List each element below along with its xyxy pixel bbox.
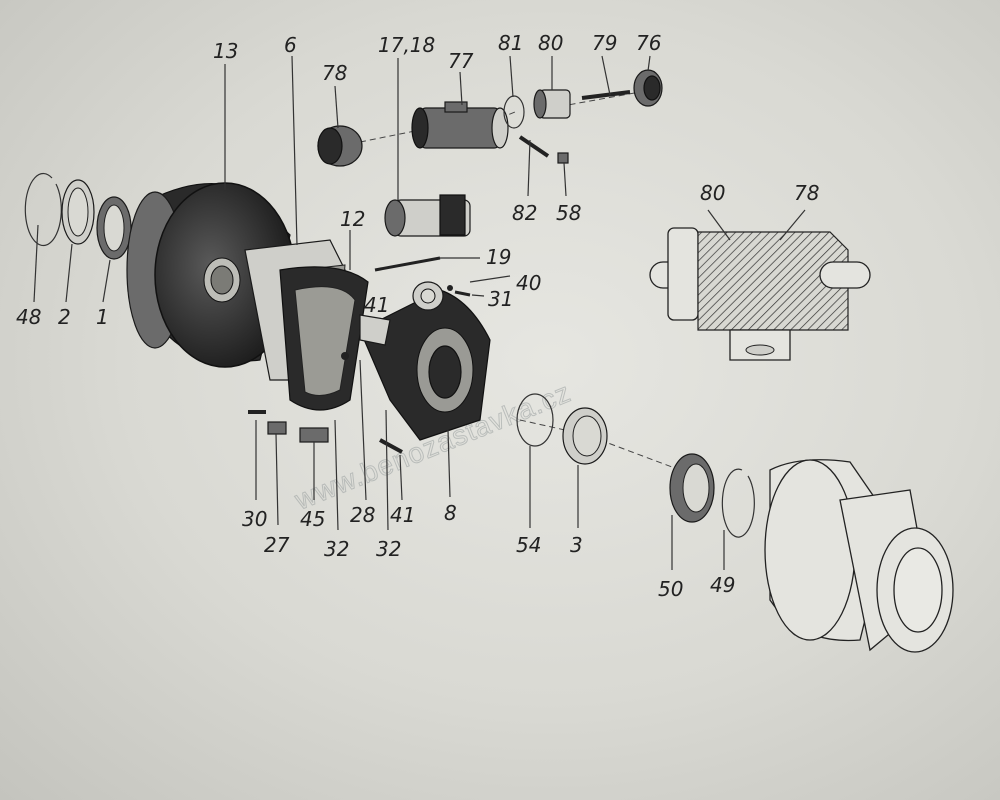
label-40: 40 — [516, 271, 541, 295]
assembly-axis-lines — [359, 91, 681, 471]
label-30: 30 — [242, 507, 267, 531]
part-49-snap-ring — [721, 468, 755, 538]
part-80-piston — [533, 89, 571, 119]
label-6: 6 — [284, 33, 297, 57]
label-28: 28 — [350, 503, 375, 527]
label-31: 31 — [488, 287, 513, 311]
part-50-oil-seal — [669, 453, 715, 523]
label-8: 8 — [444, 501, 457, 525]
label-32-left: 32 — [324, 537, 349, 561]
part-13-brake-drum — [126, 182, 296, 368]
part-77-wheel-cylinder — [411, 101, 509, 149]
label-1: 1 — [96, 305, 109, 329]
label-77: 77 — [448, 49, 474, 73]
label-27: 27 — [264, 533, 290, 557]
label-3: 3 — [570, 533, 583, 557]
label-12: 12 — [340, 207, 365, 231]
part-17-18-adjuster — [384, 194, 471, 237]
part-27-clip — [267, 421, 287, 435]
label-13: 13 — [213, 39, 238, 63]
part-48-snap-ring — [24, 172, 62, 247]
part-19-spring — [374, 256, 441, 272]
label-80-section: 80 — [700, 181, 725, 205]
part-28-pin — [341, 352, 349, 360]
label-54: 54 — [516, 533, 541, 557]
part-78-ring — [317, 125, 363, 167]
label-32-right: 32 — [376, 537, 401, 561]
label-45: 45 — [300, 507, 325, 531]
label-76: 76 — [636, 31, 661, 55]
label-41-bottom: 41 — [390, 503, 415, 527]
part-41-bolt — [379, 438, 403, 454]
part-number-labels: 13 6 17,18 78 77 81 80 79 76 82 58 12 19… — [16, 31, 819, 601]
part-1-bearing — [96, 196, 132, 260]
part-81-o-ring — [503, 95, 525, 129]
part-12-lining — [279, 266, 369, 411]
label-2: 2 — [58, 305, 71, 329]
cylinder-section-view — [649, 227, 871, 361]
label-17-18: 17,18 — [378, 33, 435, 57]
label-50: 50 — [658, 577, 683, 601]
part-79-push-rod — [581, 90, 631, 100]
label-82: 82 — [512, 201, 537, 225]
label-19: 19 — [486, 245, 511, 269]
hub-housing — [764, 459, 954, 653]
part-76-dust-boot — [633, 69, 663, 107]
label-49: 49 — [710, 573, 735, 597]
part-2-washer — [61, 179, 95, 245]
label-41-mid: 41 — [364, 293, 389, 317]
label-78-top: 78 — [322, 61, 347, 85]
part-40-31-bolts — [447, 285, 471, 297]
part-3-ring — [562, 407, 608, 465]
label-58: 58 — [556, 201, 581, 225]
part-8-backing-plate — [359, 281, 491, 441]
label-48: 48 — [16, 305, 41, 329]
part-82-bleeder-screw — [518, 135, 550, 158]
part-45-bolt — [299, 427, 329, 443]
label-78-section: 78 — [794, 181, 819, 205]
label-80-top: 80 — [538, 31, 563, 55]
label-81: 81 — [498, 31, 523, 55]
part-54-seal-ring — [516, 393, 554, 447]
part-58-cap — [557, 152, 569, 164]
leader-lines — [33, 55, 806, 570]
label-79: 79 — [592, 31, 617, 55]
